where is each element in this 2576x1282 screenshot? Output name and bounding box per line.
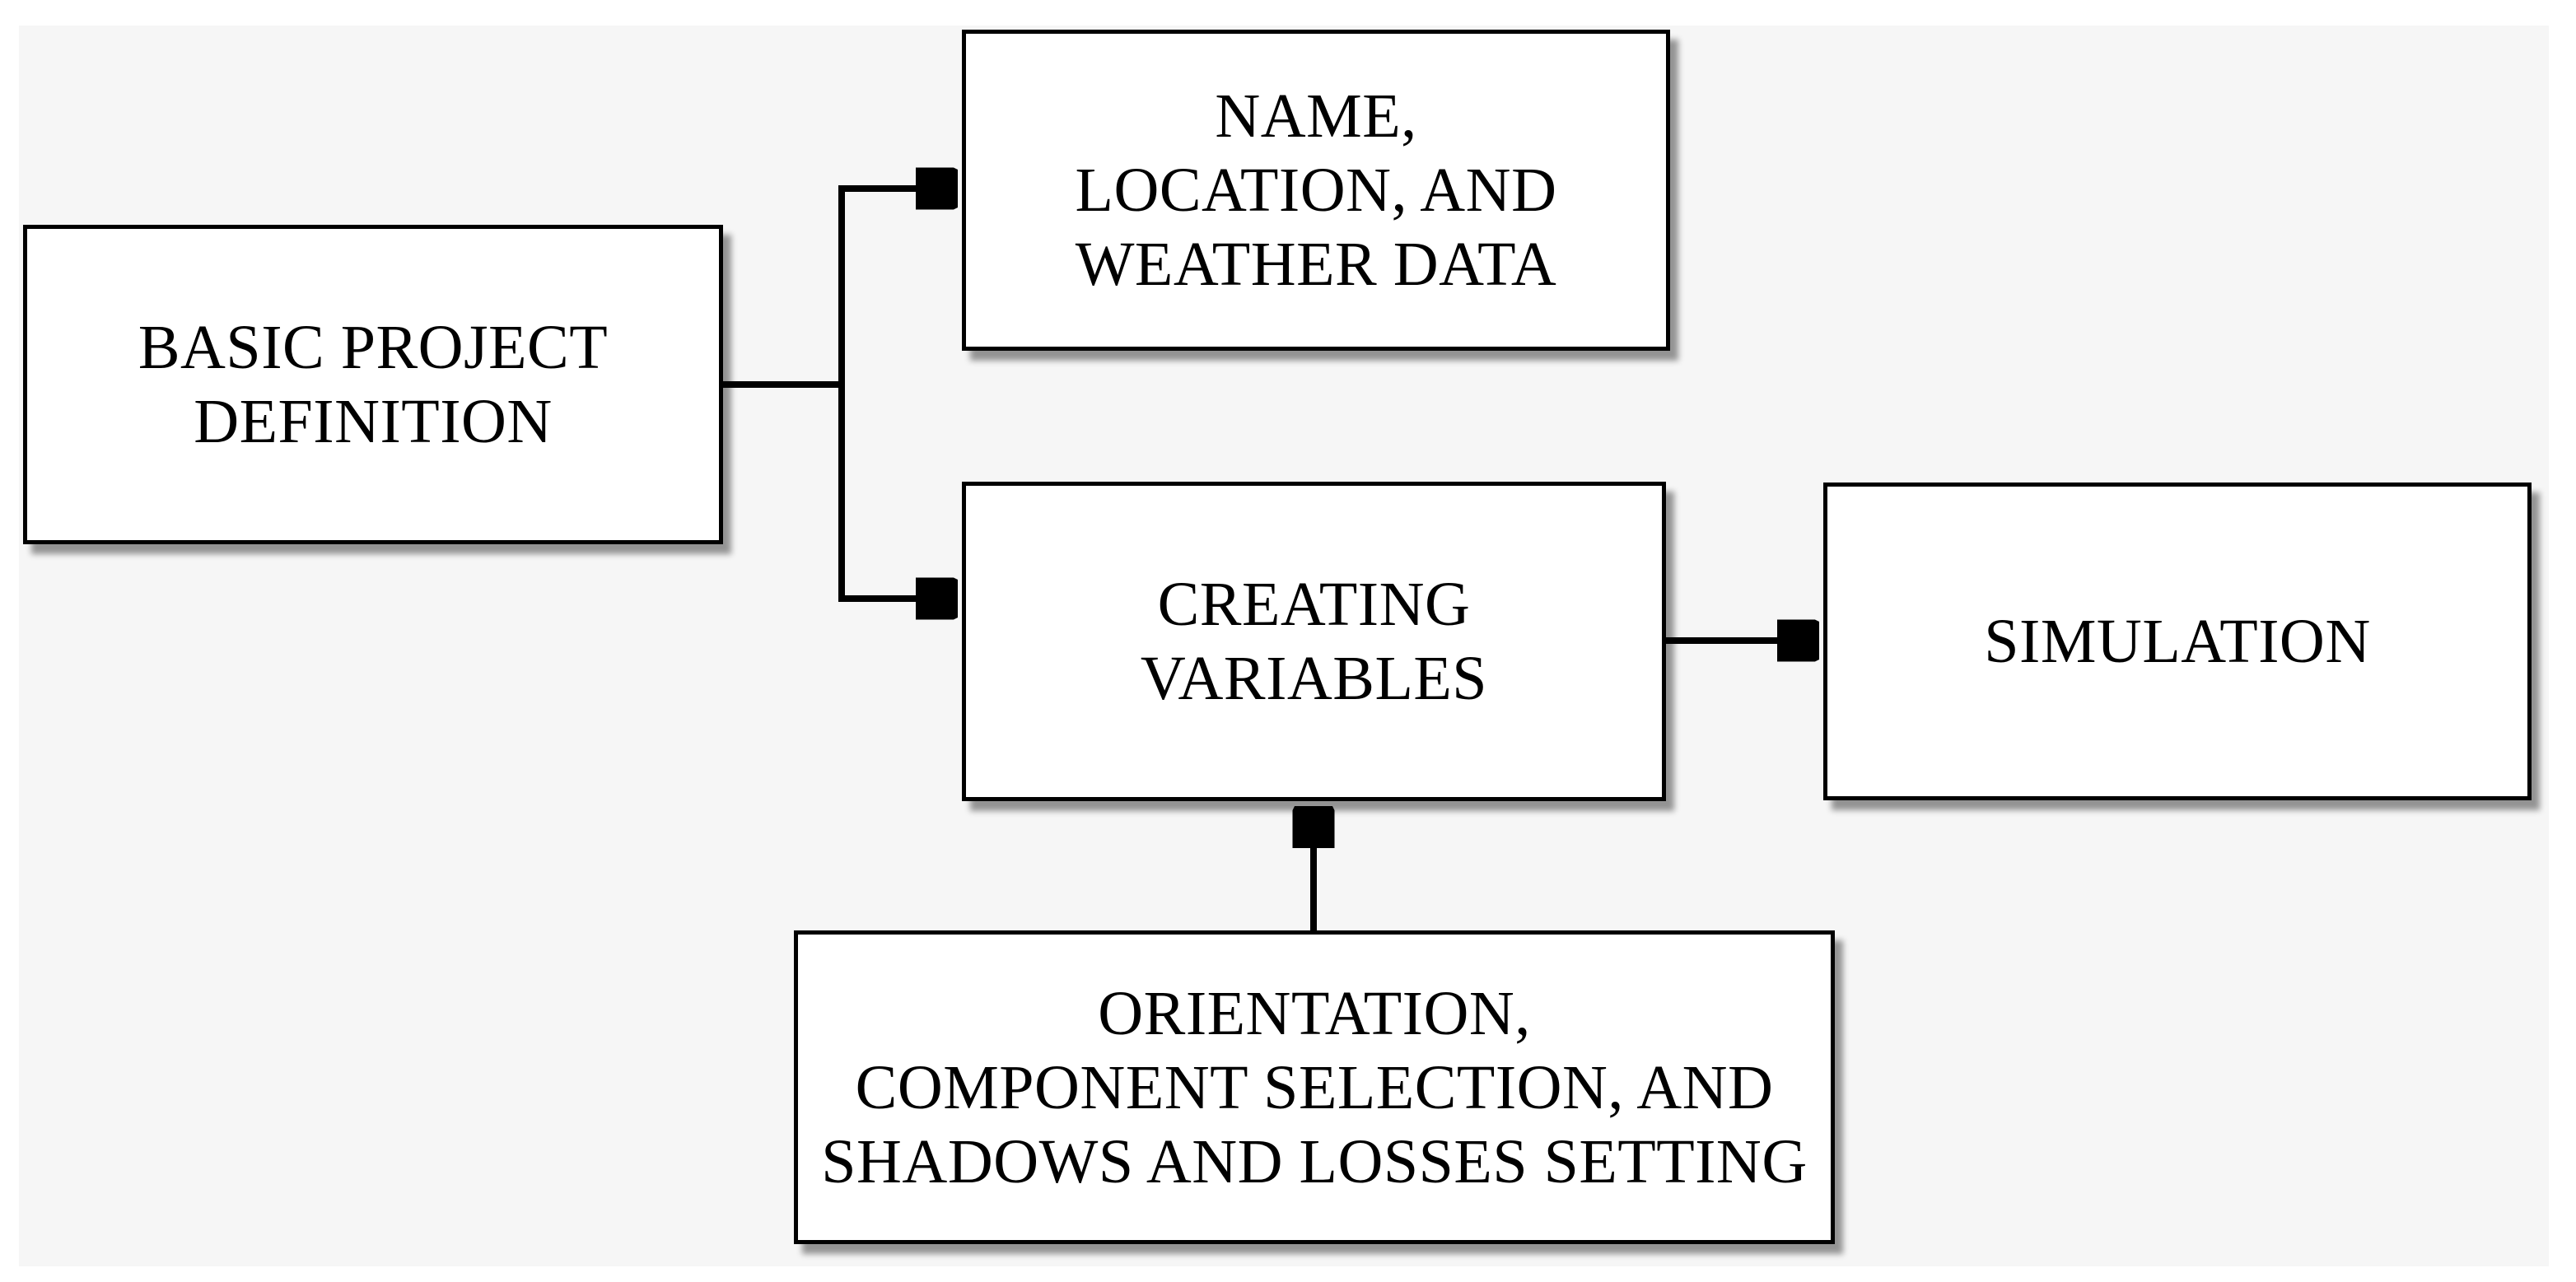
node-label-line: SIMULATION [1984, 607, 2371, 676]
node-label-line: NAME, [1215, 82, 1417, 151]
node-name-location-weather: NAME, LOCATION, AND WEATHER DATA [962, 30, 1670, 351]
node-creating-variables: CREATING VARIABLES [962, 482, 1666, 801]
node-basic-project-definition: BASIC PROJECT DEFINITION [23, 225, 723, 544]
node-label-line: DEFINITION [194, 387, 553, 456]
node-label-line: ORIENTATION, [1098, 978, 1531, 1048]
node-label-line: WEATHER DATA [1075, 230, 1557, 299]
node-simulation: SIMULATION [1823, 482, 2532, 800]
node-label-line: COMPONENT SELECTION, AND [855, 1052, 1774, 1122]
node-label-line: VARIABLES [1140, 644, 1488, 713]
node-label-line: BASIC PROJECT [138, 313, 609, 382]
node-orientation-component-shadows: ORIENTATION, COMPONENT SELECTION, AND SH… [794, 930, 1835, 1244]
node-label-line: LOCATION, AND [1075, 156, 1557, 225]
node-label-line: SHADOWS AND LOSSES SETTING [821, 1126, 1808, 1196]
node-label-line: CREATING [1157, 570, 1471, 639]
